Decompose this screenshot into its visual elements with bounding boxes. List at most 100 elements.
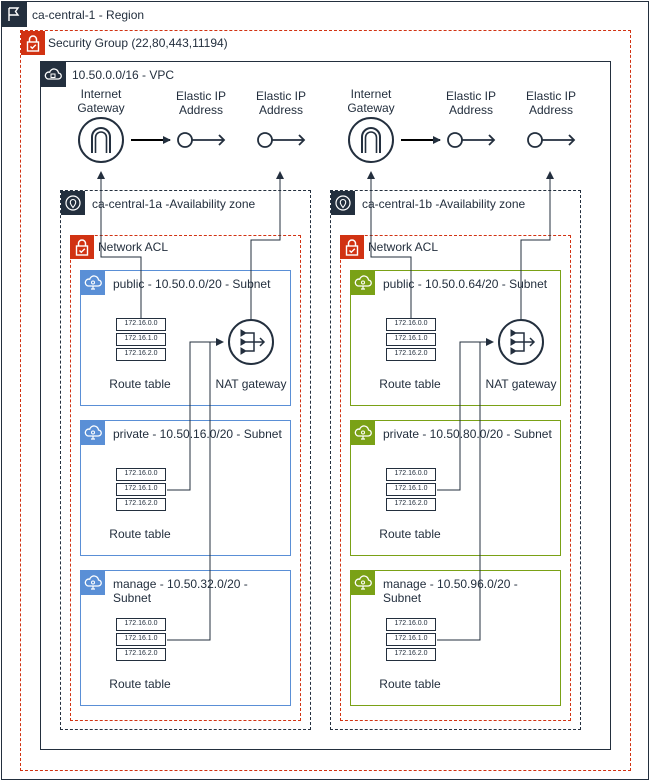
private-subnet-right-label: private - 10.50.80.0/20 - Subnet xyxy=(383,427,552,441)
internet-gateway-icon xyxy=(348,117,394,163)
route-table-label: Route table xyxy=(379,527,441,541)
manage-subnet-left-label: manage - 10.50.32.0/20 - xyxy=(113,577,248,591)
elastic-ip-left-2-label-2: Address xyxy=(258,103,304,117)
public-subnet-left xyxy=(80,270,291,406)
availability-zone-right-label: ca-central-1b -Availability zone xyxy=(362,197,526,211)
elastic-ip-right-1-label: Elastic IP xyxy=(445,89,496,103)
availability-zone-right xyxy=(330,190,581,730)
manage-subnet-right-label: manage - 10.50.96.0/20 - xyxy=(383,577,518,591)
private-subnet-left-label: private - 10.50.16.0/20 - Subnet xyxy=(113,427,282,441)
route-table-row: 172.16.1.0 xyxy=(386,633,436,646)
route-table-icon: 172.16.0.0 172.16.1.0 172.16.2.0 xyxy=(386,318,436,363)
subnet-cloud-icon xyxy=(81,421,105,445)
nat-to-eip-connector xyxy=(250,171,284,320)
public-subnet-left-label: public - 10.50.0.0/20 - Subnet xyxy=(113,277,271,291)
route-table-icon: 172.16.0.0 172.16.1.0 172.16.2.0 xyxy=(386,468,436,513)
availability-zone-pin-icon xyxy=(61,191,85,215)
route-table-row: 172.16.2.0 xyxy=(116,648,166,661)
internet-gateway-left-label-2: Gateway xyxy=(77,101,125,115)
availability-zone-pin-icon xyxy=(331,191,355,215)
private-subnet-left xyxy=(80,420,291,556)
network-acl-right-label: Network ACL xyxy=(368,240,439,254)
security-group-container xyxy=(20,30,631,771)
network-acl-left-label: Network ACL xyxy=(98,240,169,254)
route-table-icon: 172.16.0.0 172.16.1.0 172.16.2.0 xyxy=(386,618,436,663)
route-table-icon: 172.16.0.0 172.16.1.0 172.16.2.0 xyxy=(116,318,166,363)
internet-gateway-icon xyxy=(78,117,124,163)
route-table-label: Route table xyxy=(379,377,441,391)
route-table-label: Route table xyxy=(379,677,441,691)
route-table-row: 172.16.0.0 xyxy=(386,468,436,481)
private-route-to-nat-connector xyxy=(437,338,494,491)
manage-route-to-nat-connector xyxy=(437,342,481,641)
nat-gateway-right-label: NAT gateway xyxy=(485,377,557,391)
subnet-cloud-icon xyxy=(351,421,375,445)
security-group-label: Security Group (22,80,443,11194) xyxy=(48,36,228,50)
route-table-row: 172.16.1.0 xyxy=(116,483,166,496)
route-table-label: Route table xyxy=(109,677,171,691)
route-table-row: 172.16.2.0 xyxy=(386,498,436,511)
route-table-row: 172.16.2.0 xyxy=(386,648,436,661)
route-table-row: 172.16.0.0 xyxy=(116,468,166,481)
network-acl-right xyxy=(340,235,571,721)
route-table-label: Route table xyxy=(109,377,171,391)
security-group-lock-icon xyxy=(21,31,45,55)
route-table-row: 172.16.0.0 xyxy=(386,618,436,631)
region-flag-icon xyxy=(1,1,27,27)
elastic-ip-left-1-label: Elastic IP xyxy=(175,89,226,103)
availability-zone-left-label: ca-central-1a -Availability zone xyxy=(92,197,256,211)
elastic-ip-left-2-label: Elastic IP xyxy=(255,89,306,103)
route-table-row: 172.16.1.0 xyxy=(116,333,166,346)
manage-route-to-nat-connector xyxy=(167,342,211,641)
route-table-row: 172.16.2.0 xyxy=(116,348,166,361)
network-acl-left xyxy=(70,235,301,721)
route-table-row: 172.16.1.0 xyxy=(116,633,166,646)
route-table-row: 172.16.0.0 xyxy=(116,618,166,631)
elastic-ip-icon xyxy=(257,132,306,148)
elastic-ip-right-2-label-2: Address xyxy=(528,103,574,117)
internet-gateway-right-label-2: Gateway xyxy=(347,101,395,115)
route-table-icon: 172.16.0.0 172.16.1.0 172.16.2.0 xyxy=(116,618,166,663)
subnet-cloud-icon xyxy=(351,271,375,295)
elastic-ip-icon xyxy=(447,132,496,148)
private-subnet-right xyxy=(350,420,561,556)
route-table-row: 172.16.1.0 xyxy=(386,333,436,346)
nat-to-eip-connector xyxy=(520,171,554,320)
manage-subnet-right xyxy=(350,570,561,706)
elastic-ip-icon xyxy=(527,132,576,148)
route-table-row: 172.16.0.0 xyxy=(116,318,166,331)
manage-subnet-right-label-2: Subnet xyxy=(383,591,422,605)
elastic-ip-right-2-label: Elastic IP xyxy=(525,89,576,103)
nat-gateway-icon xyxy=(228,319,274,365)
route-table-row: 172.16.2.0 xyxy=(116,498,166,511)
subnet-cloud-icon xyxy=(351,571,375,595)
subnet-cloud-icon xyxy=(81,271,105,295)
nat-gateway-left-label: NAT gateway xyxy=(215,377,287,391)
network-acl-lock-icon xyxy=(70,235,94,259)
internet-gateway-right-label: Internet xyxy=(350,87,392,101)
network-acl-lock-icon xyxy=(340,235,364,259)
public-subnet-right-label: public - 10.50.0.64/20 - Subnet xyxy=(383,277,548,291)
route-table-row: 172.16.2.0 xyxy=(386,348,436,361)
vpc-container xyxy=(40,61,611,750)
manage-subnet-left-label-2: Subnet xyxy=(113,591,152,605)
route-to-igw-connector xyxy=(367,171,412,318)
route-table-row: 172.16.1.0 xyxy=(386,483,436,496)
vpc-cloud-icon xyxy=(40,61,66,87)
nat-gateway-icon xyxy=(498,319,544,365)
private-route-to-nat-connector xyxy=(167,338,224,491)
route-to-igw-connector xyxy=(97,171,142,318)
vpc-label: 10.50.0.0/16 - VPC xyxy=(72,68,175,82)
manage-subnet-left xyxy=(80,570,291,706)
internet-gateway-left-label: Internet xyxy=(80,87,122,101)
route-table-row: 172.16.0.0 xyxy=(386,318,436,331)
elastic-ip-right-1-label-2: Address xyxy=(448,103,494,117)
region-label: ca-central-1 - Region xyxy=(32,8,145,22)
subnet-cloud-icon xyxy=(81,571,105,595)
elastic-ip-left-1-label-2: Address xyxy=(178,103,224,117)
route-table-label: Route table xyxy=(109,527,171,541)
elastic-ip-icon xyxy=(177,132,226,148)
availability-zone-left xyxy=(60,190,311,730)
